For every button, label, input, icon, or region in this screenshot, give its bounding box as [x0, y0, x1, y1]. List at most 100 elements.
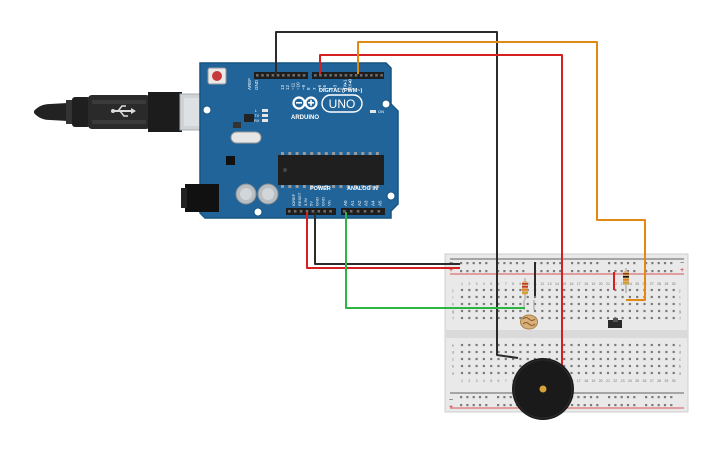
column-number: 28 — [657, 282, 661, 286]
analog-pin-label: A0 — [343, 200, 348, 206]
row-letter: j — [452, 288, 454, 293]
analog-pin-label: A4 — [371, 200, 376, 206]
small-chip — [233, 122, 241, 128]
wire-black-gnd-to-rail[interactable] — [314, 212, 460, 265]
digital-header-title: DIGITAL (PWM~) — [319, 88, 363, 94]
column-number: 7 — [505, 282, 507, 286]
column-number: 19 — [591, 282, 595, 286]
led-l-label: L — [255, 108, 258, 113]
row-letter: b — [452, 364, 455, 369]
column-number: 16 — [570, 282, 574, 286]
column-number: 24 — [628, 379, 632, 383]
digital-pin-label: ~6 — [317, 84, 322, 90]
analog-header-title: ANALOG IN — [347, 186, 378, 192]
column-number: 6 — [498, 379, 500, 383]
row-letter: h — [679, 302, 681, 307]
row-letter: e — [452, 343, 455, 348]
digital-pin-label: 7 — [312, 87, 317, 90]
slide-switch[interactable] — [608, 318, 622, 328]
row-letter: h — [452, 302, 454, 307]
led-tx — [262, 114, 268, 117]
wire-red-5v-to-rail[interactable] — [306, 212, 460, 269]
row-letter: d — [452, 350, 454, 355]
led-on-label: ON — [378, 109, 384, 114]
crystal-oscillator — [230, 131, 262, 144]
column-number: 28 — [657, 379, 661, 383]
analog-pin-label: A1 — [350, 200, 355, 206]
row-letter: c — [452, 357, 454, 362]
column-number: 25 — [635, 379, 639, 383]
digital-pin-label: ~9 — [301, 84, 306, 90]
mounting-hole — [202, 105, 212, 115]
aref-label: AREF — [247, 78, 252, 90]
digital-pin-label: 12 — [285, 84, 290, 90]
wire-red-pin-to-buzzer[interactable] — [319, 54, 563, 370]
row-letter: a — [679, 371, 682, 376]
reset-button-cap[interactable] — [212, 71, 222, 81]
column-number: 18 — [584, 282, 588, 286]
arduino-logo-icon — [292, 96, 318, 110]
usb-cable — [34, 92, 217, 132]
digital-pin-label: 2 — [338, 87, 343, 90]
column-number: 12 — [540, 282, 544, 286]
usb-chip — [244, 114, 254, 122]
wire-black-gnd-to-buzzer[interactable] — [275, 31, 519, 359]
column-number: 15 — [562, 282, 566, 286]
regulator — [226, 156, 235, 165]
power-pin-label: 3.3V — [303, 197, 308, 206]
digital-pin-label: RX◂0 — [348, 78, 353, 90]
digital-pin-label: ~10 — [296, 82, 301, 90]
row-letter: g — [452, 309, 454, 314]
column-number: 3 — [476, 379, 478, 383]
column-number: 7 — [505, 379, 507, 383]
column-number: 1 — [461, 379, 463, 383]
column-number: 29 — [664, 379, 668, 383]
center-channel — [446, 330, 687, 338]
analog-pin-label: A2 — [357, 200, 362, 206]
column-number: 22 — [613, 282, 617, 286]
resistor-1[interactable] — [522, 278, 528, 300]
mounting-hole — [386, 191, 396, 201]
rail-minus-label: − — [449, 397, 453, 404]
column-number: 23 — [621, 282, 625, 286]
rail-plus-label: + — [449, 404, 453, 411]
led-rx — [262, 119, 268, 122]
column-number: 17 — [577, 379, 581, 383]
column-number: 2 — [468, 379, 470, 383]
row-letter: i — [680, 295, 681, 300]
column-number: 8 — [512, 282, 514, 286]
rail-plus-label: + — [449, 267, 453, 274]
column-number: 5 — [490, 379, 492, 383]
wire-orange-pin-to-resistor[interactable] — [357, 41, 646, 301]
column-number: 24 — [628, 282, 632, 286]
digital-pin-label: ~11 — [290, 82, 295, 90]
gnd-label: GND — [254, 79, 259, 90]
analog-pin-label: A5 — [378, 200, 383, 206]
row-letter: f — [679, 316, 681, 321]
row-letter: g — [679, 309, 681, 314]
row-letter: e — [679, 343, 682, 348]
column-number: 19 — [591, 379, 595, 383]
column-number: 13 — [548, 282, 552, 286]
column-number: 9 — [519, 282, 521, 286]
atmega-chip — [278, 155, 384, 185]
resistor-2[interactable] — [623, 268, 629, 293]
power-pin-label: IOREF — [291, 193, 296, 206]
column-number: 22 — [613, 379, 617, 383]
photoresistor[interactable] — [520, 300, 538, 330]
rail-plus-label: + — [680, 267, 684, 274]
digital-pin-label: ~3 — [332, 84, 337, 90]
wire-green-a0-to-photoresistor[interactable] — [345, 212, 525, 309]
piezo-buzzer[interactable] — [512, 358, 574, 420]
rail-minus-label: − — [680, 260, 684, 267]
led-l — [262, 109, 268, 112]
power-jack — [185, 184, 219, 212]
column-number: 27 — [650, 282, 654, 286]
row-letter: c — [679, 357, 681, 362]
column-number: 27 — [650, 379, 654, 383]
power-pin-label: 5V — [309, 201, 314, 206]
